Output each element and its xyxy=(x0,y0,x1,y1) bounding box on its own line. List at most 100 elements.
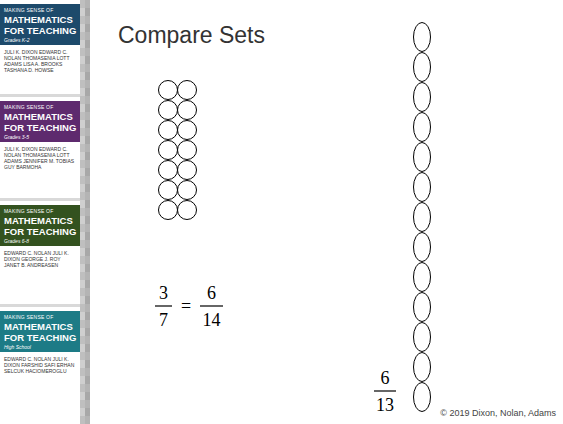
mosaic-tile xyxy=(80,352,85,360)
counter-column xyxy=(414,23,431,412)
mosaic-tile xyxy=(80,56,85,64)
mosaic-tile xyxy=(80,144,85,152)
counter-circle xyxy=(159,181,178,200)
fraction-bar xyxy=(155,305,172,306)
mosaic-tile xyxy=(85,312,90,320)
mosaic-tile xyxy=(80,248,85,256)
cover-grade: Grades 3-5 xyxy=(4,134,77,140)
mosaic-tile xyxy=(85,40,90,48)
fraction-numeral: 14 xyxy=(203,310,221,330)
mosaic-tile xyxy=(80,64,85,72)
mosaic-tile xyxy=(80,0,85,8)
mosaic-tile xyxy=(80,160,85,168)
mosaic-tile xyxy=(85,168,90,176)
mosaic-tile xyxy=(80,136,85,144)
mosaic-tile xyxy=(80,240,85,248)
mosaic-tile xyxy=(85,72,90,80)
mosaic-tile xyxy=(85,240,90,248)
counter-circle xyxy=(414,263,431,292)
mosaic-tile xyxy=(85,400,90,408)
cover-band: MAKING SENSE OFMATHEMATICS FOR TEACHINGG… xyxy=(0,4,80,45)
mosaic-tile xyxy=(85,352,90,360)
mosaic-tile xyxy=(80,152,85,160)
cover-title: MATHEMATICS FOR TEACHING xyxy=(4,14,78,36)
mosaic-tile xyxy=(80,48,85,56)
mosaic-tile xyxy=(80,376,85,384)
fraction-bar xyxy=(200,305,223,306)
mosaic-tile xyxy=(85,64,90,72)
mosaic-tile xyxy=(80,192,85,200)
mosaic-tile xyxy=(80,40,85,48)
mosaic-tile xyxy=(80,360,85,368)
mosaic-tile xyxy=(85,56,90,64)
mosaic-tile xyxy=(80,232,85,240)
cover-authors: EDWARD C. NOLAN JULI K. DIXON FARSHID SA… xyxy=(4,356,76,374)
counter-circle xyxy=(159,141,178,160)
mosaic-tile xyxy=(85,88,90,96)
mosaic-tile xyxy=(85,360,90,368)
fraction-numeral: 6 xyxy=(207,283,216,303)
mosaic-tile xyxy=(80,104,85,112)
mosaic-tile xyxy=(85,128,90,136)
mosaic-tile xyxy=(80,24,85,32)
cover-title: MATHEMATICS FOR TEACHING xyxy=(4,215,78,237)
fraction-bar xyxy=(374,390,396,391)
mosaic-tile xyxy=(85,256,90,264)
mosaic-tile xyxy=(80,32,85,40)
mosaic-tile xyxy=(85,264,90,272)
mosaic-tile xyxy=(85,136,90,144)
mosaic-tile xyxy=(80,16,85,24)
cover-series: MAKING SENSE OF xyxy=(4,208,77,214)
mosaic-tile xyxy=(85,120,90,128)
counter-circle xyxy=(414,383,431,412)
copyright-note: © 2019 Dixon, Nolan, Adams xyxy=(440,408,556,419)
counter-circle xyxy=(159,121,178,140)
mosaic-tile xyxy=(80,328,85,336)
mosaic-tile xyxy=(85,208,90,216)
cover-authors: JULI K. DIXON EDWARD C. NOLAN THOMASENIA… xyxy=(4,146,76,170)
mosaic-tile xyxy=(80,88,85,96)
mosaic-tile xyxy=(80,256,85,264)
counter-circle xyxy=(414,113,431,142)
mosaic-tile xyxy=(80,200,85,208)
counter-circle xyxy=(414,83,431,112)
slide-title: Compare Sets xyxy=(118,22,265,49)
mosaic-tile xyxy=(85,328,90,336)
cover-band: MAKING SENSE OFMATHEMATICS FOR TEACHINGH… xyxy=(0,311,80,352)
mosaic-tile xyxy=(85,408,90,416)
mosaic-tile xyxy=(85,48,90,56)
mosaic-tile xyxy=(85,160,90,168)
mosaic-tile xyxy=(80,320,85,328)
mosaic-tile xyxy=(85,384,90,392)
counter-circle xyxy=(414,353,431,382)
counter-circle xyxy=(414,53,431,82)
cover-series: MAKING SENSE OF xyxy=(4,104,77,110)
fraction-numeral: 6 xyxy=(381,368,390,388)
counter-circle xyxy=(178,101,197,120)
mosaic-tile xyxy=(80,296,85,304)
mosaic-tile xyxy=(80,264,85,272)
mosaic-tile xyxy=(85,8,90,16)
mosaic-tile xyxy=(85,16,90,24)
mosaic-tile xyxy=(85,248,90,256)
counter-circle xyxy=(414,233,431,262)
counter-circle xyxy=(159,161,178,180)
cover-mosaic xyxy=(80,0,90,424)
counter-circle xyxy=(159,81,178,100)
mosaic-tile xyxy=(85,152,90,160)
mosaic-tile xyxy=(85,376,90,384)
counter-circle xyxy=(159,101,178,120)
counter-circle xyxy=(178,161,197,180)
mosaic-tile xyxy=(85,24,90,32)
mosaic-tile xyxy=(85,296,90,304)
counter-circle xyxy=(159,201,178,220)
mosaic-tile xyxy=(85,216,90,224)
cover-grade: High School xyxy=(4,344,77,350)
mosaic-tile xyxy=(85,32,90,40)
mosaic-tile xyxy=(80,128,85,136)
counter-grid xyxy=(159,81,197,220)
mosaic-tile xyxy=(85,0,90,8)
fraction-numeral: 3 xyxy=(159,283,168,303)
mosaic-tile xyxy=(80,272,85,280)
